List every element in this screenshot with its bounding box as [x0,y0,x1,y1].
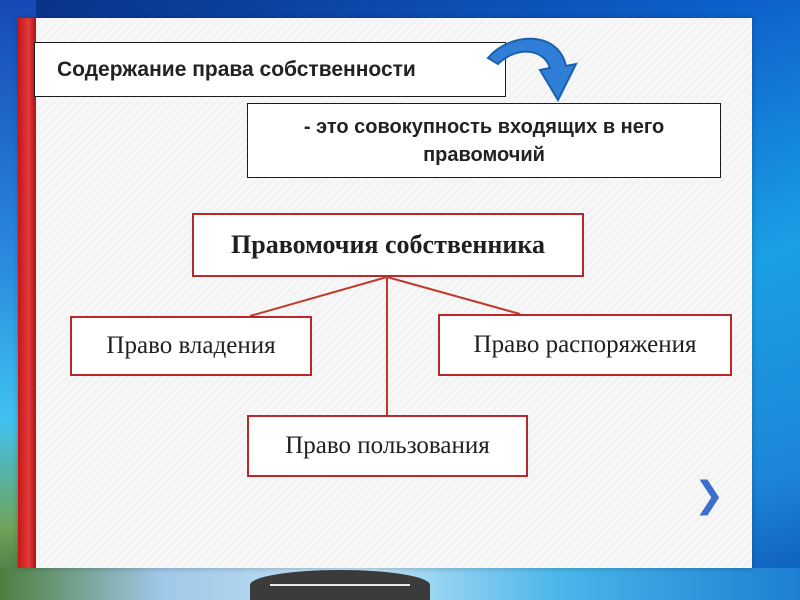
connector-root-left [249,276,388,317]
definition-box: - это совокупность входящих в него право… [247,103,721,178]
road-line-decoration [270,584,410,586]
diagram-node-root: Правомочия собственника [192,213,584,277]
diagram-node-use: Право пользования [247,415,528,477]
definition-text: - это совокупность входящих в него право… [303,115,665,166]
diagram-node-ownership: Право владения [70,316,312,376]
diagram-node-root-label: Правомочия собственника [231,230,545,259]
slide-accent-bar [18,18,36,568]
connector-root-right [386,276,521,315]
chevron-right-icon[interactable]: ❯ [694,475,725,516]
slide-title-box: Содержание права собственности [34,42,506,97]
diagram-node-disposal-label: Право распоряжения [473,331,697,358]
diagram-node-ownership-label: Право владения [106,332,276,359]
diagram-node-disposal: Право распоряжения [438,314,732,376]
diagram-node-use-label: Право пользования [285,432,490,459]
curved-arrow-icon [486,37,578,103]
slide-title: Содержание права собственности [57,57,416,81]
